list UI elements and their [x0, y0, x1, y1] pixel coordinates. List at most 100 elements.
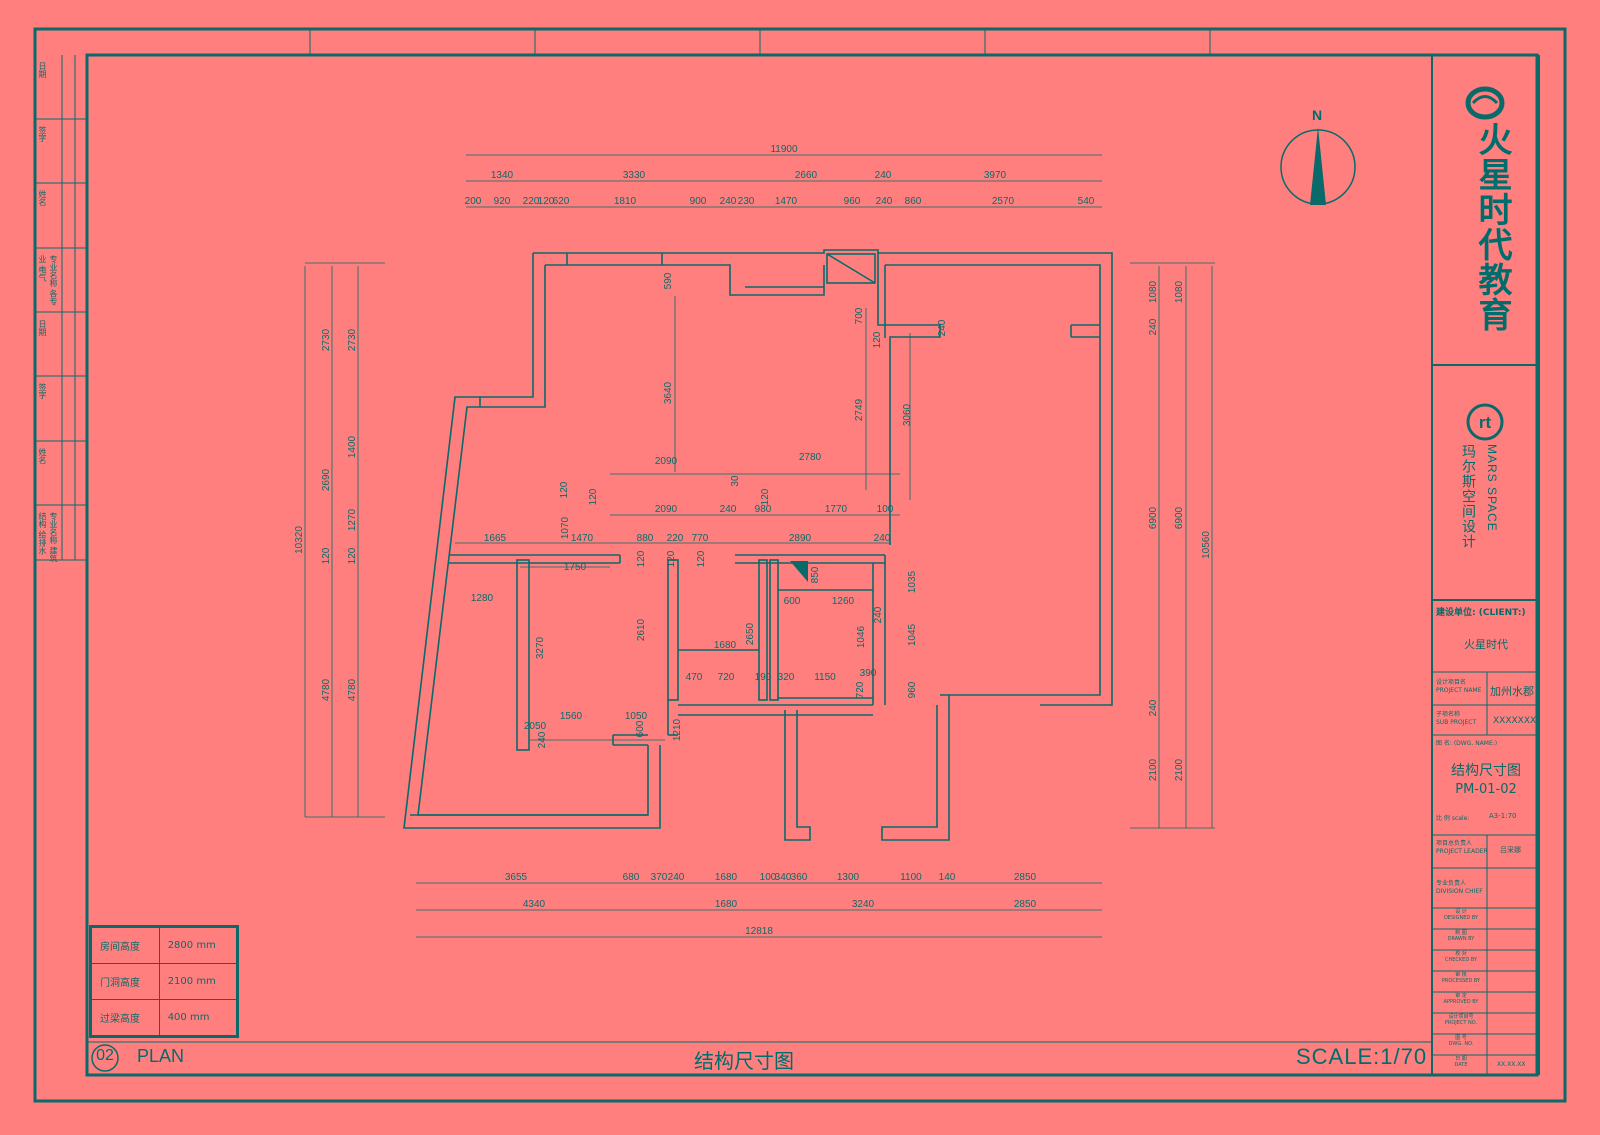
dimension-text: 120: [636, 550, 647, 567]
dimension-text: 1810: [614, 196, 637, 207]
dimension-text: 240: [874, 533, 891, 544]
project-label: 设计项目名 PROJECT NAME: [1436, 679, 1482, 694]
titleblock-row-label: 制 图 DRAWN BY: [1447, 930, 1475, 942]
dimension-text: 1750: [564, 562, 587, 573]
dimension-text: 1680: [715, 899, 738, 910]
dimension-text: 2050: [524, 721, 547, 732]
footer-title: 结构尺寸图: [694, 1049, 794, 1073]
dimension-text: 920: [494, 196, 511, 207]
dimension-text: 1270: [347, 508, 358, 531]
dimension-text: 240: [876, 196, 893, 207]
design-name-cn: 玛尔斯空间设计: [1460, 444, 1476, 549]
dimension-text: 770: [692, 533, 709, 544]
left-strip-label: 签字: [38, 126, 47, 142]
dimension-text: 1150: [814, 672, 836, 683]
dimension-text: 2730: [321, 328, 332, 351]
dimension-text: 2090: [655, 456, 678, 467]
dimension-text: 370: [651, 872, 668, 883]
plan-number: 02: [96, 1047, 114, 1064]
left-strip-label: 日期: [38, 62, 47, 78]
sub-project-label: 子项名称 SUB PROJECT: [1436, 711, 1477, 726]
dimension-text: 600: [635, 720, 646, 737]
dimension-text: 2100: [1174, 758, 1185, 781]
dimension-text: 3060: [902, 403, 913, 426]
dimension-text: 6900: [1174, 506, 1185, 529]
dimension-text: 30: [730, 475, 741, 487]
dimension-text: 680: [623, 872, 640, 883]
dimension-text: 900: [690, 196, 707, 207]
left-strip-label: 专业名称 各专业 电气: [38, 255, 58, 306]
left-strip-label: 姓名: [38, 190, 47, 206]
left-strip-label: 姓名: [38, 448, 47, 464]
legend-value: 400 mm: [158, 999, 239, 1037]
dimension-text: 2850: [1014, 899, 1037, 910]
dimension-text: 340: [775, 872, 792, 883]
design-name-en: MARS SPACE: [1485, 444, 1499, 532]
chief-label: 专业负责人 DIVISION CHIEF: [1436, 880, 1483, 895]
dimension-text: 1080: [1174, 280, 1185, 303]
design-logo: rt: [1466, 403, 1504, 441]
dimension-text: 240: [937, 319, 948, 336]
dimension-text: 2100: [1148, 758, 1159, 781]
titleblock-row-label: 设计项目号 PROJECT NO.: [1444, 1014, 1478, 1026]
dimension-text: 960: [907, 681, 918, 698]
dimension-text: 240: [1148, 318, 1159, 335]
scale-label: 比 例 scale:: [1436, 815, 1470, 822]
titleblock-row-label: 图 号 DWG. NO.: [1448, 1035, 1474, 1047]
company-name: 火星时代教育: [1472, 122, 1512, 332]
leader-label: 项目总负责人 PROJECT LEADER: [1436, 840, 1488, 855]
titleblock-row-label: 设 计 DESIGNED BY: [1443, 909, 1479, 921]
dimension-text: 600: [784, 596, 801, 607]
dimension-text: 320: [778, 672, 795, 683]
plan-label: PLAN: [137, 1046, 185, 1066]
north-label: N: [1312, 107, 1323, 123]
floor-plan-walls: [403, 249, 1113, 841]
dimension-text: 240: [875, 170, 892, 181]
dimension-text: 220: [667, 533, 684, 544]
dimension-text: 120: [559, 481, 570, 498]
dimension-text: 4780: [321, 678, 332, 701]
dimension-text: 1680: [715, 872, 738, 883]
dimension-text: 230: [738, 196, 755, 207]
legend-label: 门洞高度: [90, 963, 160, 1000]
dimension-text: 120: [760, 488, 771, 505]
left-strip-label: 日期: [38, 320, 47, 336]
dimension-text: 850: [810, 566, 821, 583]
dimension-text: 720: [718, 672, 735, 683]
dimension-text: 1665: [484, 533, 507, 544]
dimension-text: 220: [523, 196, 540, 207]
dimension-text: 4340: [523, 899, 546, 910]
dimension-text: 3270: [535, 636, 546, 659]
dimension-text: 3655: [505, 872, 528, 883]
dimension-text: 11900: [770, 144, 798, 155]
dimension-text: 2650: [745, 622, 756, 645]
dimension-text: 240: [720, 196, 737, 207]
titleblock-row-label: 审 核 PROCESSED BY: [1441, 972, 1481, 984]
dimension-text: 1070: [560, 516, 571, 539]
dimension-text: 620: [553, 196, 570, 207]
dimension-text: 1340: [491, 170, 514, 181]
left-strip-label: 签字: [38, 383, 47, 399]
dimension-text: 1300: [837, 872, 860, 883]
date-value: XX.XX.XX: [1497, 1061, 1526, 1068]
dimension-text: 2780: [799, 452, 822, 463]
dimension-text: 2090: [655, 504, 678, 515]
titleblock-row-label: 审 定 APPROVED BY: [1443, 993, 1479, 1005]
dimension-text: 3640: [663, 381, 674, 404]
dimension-text: 1210: [672, 718, 683, 741]
dimension-text: 120: [872, 331, 883, 348]
left-strip-label: 专业名称 建筑 结构 给排水: [38, 512, 58, 563]
company-logo: [1465, 86, 1505, 120]
dimension-text: 2690: [321, 468, 332, 491]
dimension-text: 120: [321, 547, 332, 564]
dimension-text: 590: [663, 272, 674, 289]
scale-value: A3-1:70: [1489, 812, 1517, 820]
dimension-text: 120: [666, 550, 677, 567]
dimension-text: 2730: [347, 328, 358, 351]
dimension-text: 1100: [900, 872, 922, 883]
dimension-text: 540: [1078, 196, 1095, 207]
dimension-text: 1050: [625, 711, 648, 722]
